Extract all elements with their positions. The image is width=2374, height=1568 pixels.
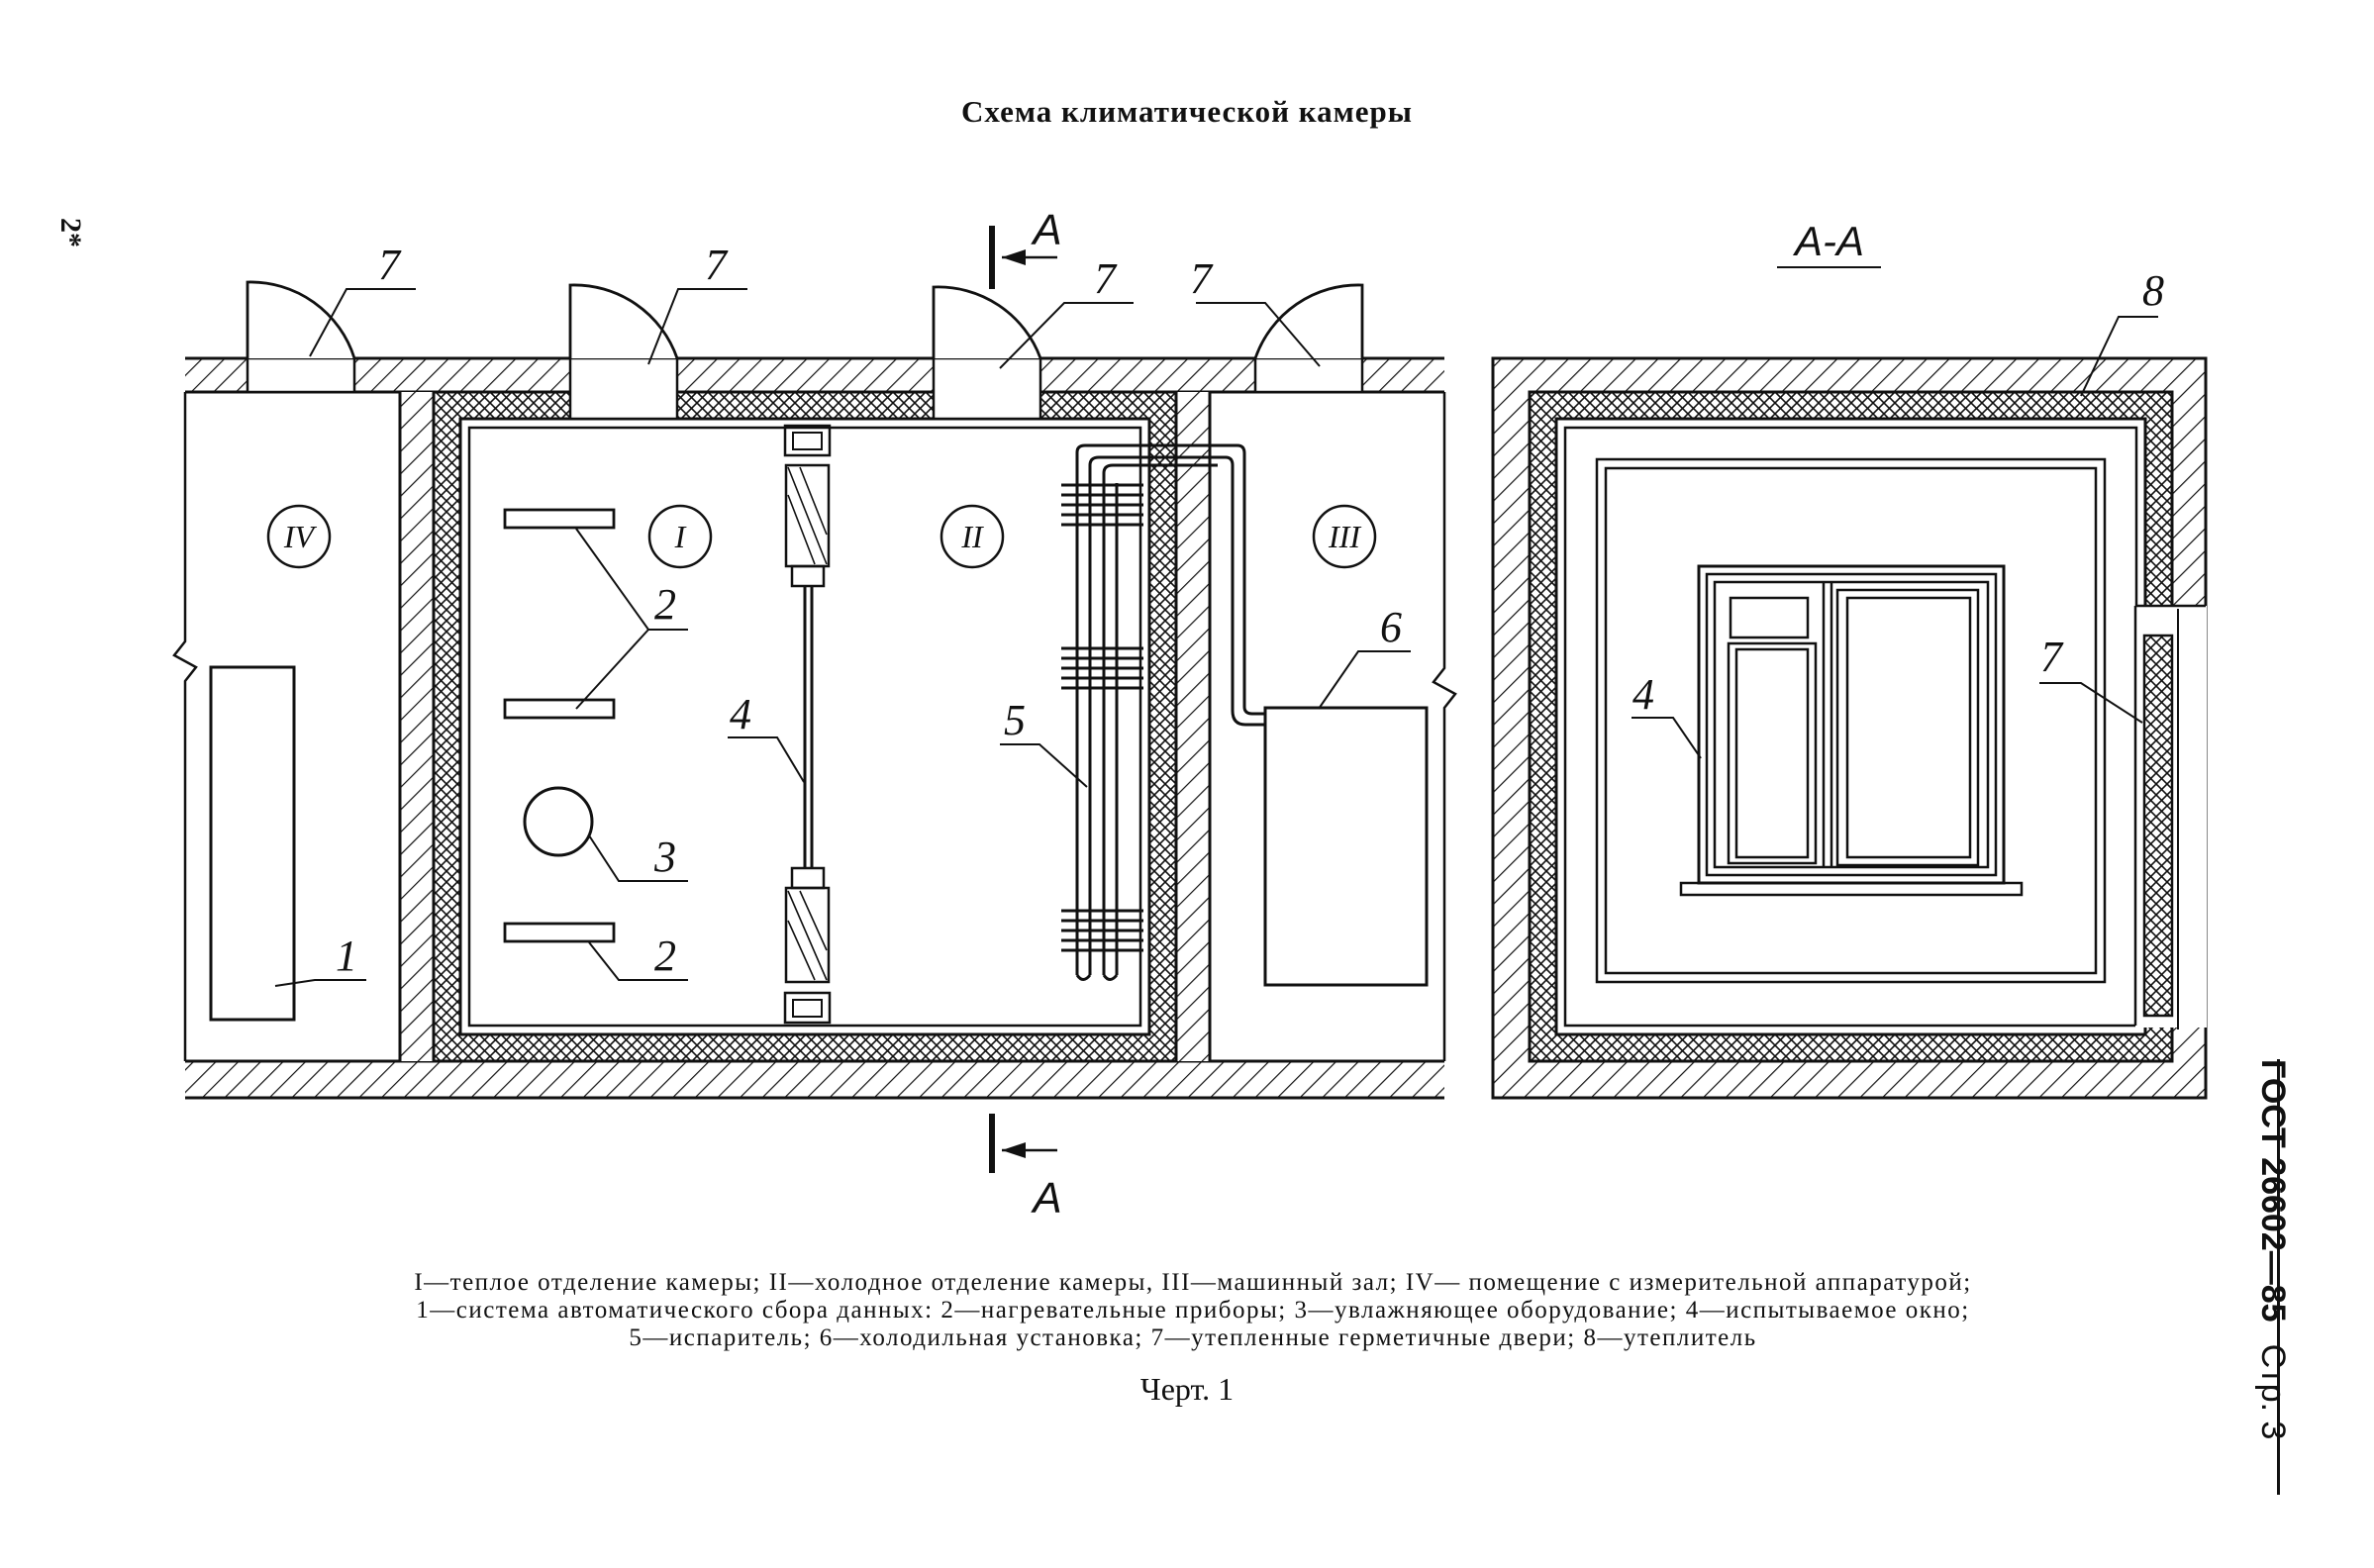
room-iii-circle xyxy=(1312,504,1377,569)
section-view xyxy=(1491,266,2208,1100)
callout-door-1: 7 xyxy=(378,241,402,289)
callout-door-4: 7 xyxy=(1190,254,1214,303)
callout-window: 4 xyxy=(730,690,751,738)
section-inner-lining xyxy=(1563,426,2138,1028)
callout-door-2: 7 xyxy=(705,241,729,289)
door-2 xyxy=(568,283,679,421)
section-letter-bottom: A xyxy=(1030,1174,1061,1223)
door-3 xyxy=(932,285,1042,421)
room-i-circle xyxy=(647,504,713,569)
break-line-left xyxy=(172,392,198,1061)
section-leader-lines xyxy=(1632,266,2158,759)
heater-top xyxy=(503,508,616,530)
section-marker-top xyxy=(989,226,1057,289)
section-letter-top: A xyxy=(1030,206,1061,254)
room-iv-label: IV xyxy=(283,519,318,554)
plan-view xyxy=(172,226,1457,1173)
data-acquisition-system xyxy=(209,665,296,1022)
side-stamp: ГОСТ 26602—85Стр. 3 xyxy=(2253,1059,2292,1439)
door-1 xyxy=(246,280,356,394)
caption-line-2: 1—система автоматического сбора данных: … xyxy=(416,1297,1970,1323)
test-window-plan xyxy=(783,424,832,1025)
callout-heater-upper: 2 xyxy=(654,580,676,629)
outer-wall-top xyxy=(185,356,1444,394)
callout-humidifier: 3 xyxy=(653,833,676,881)
figure-label: Черт. 1 xyxy=(1139,1371,1235,1407)
room-ii-circle xyxy=(940,504,1005,569)
door-4 xyxy=(1253,283,1364,394)
partition-wall-left xyxy=(398,392,436,1061)
room-iii-label: III xyxy=(1328,519,1361,554)
chamber-insulation xyxy=(432,390,1178,1063)
callout-heater-lower: 2 xyxy=(654,931,676,980)
page-number: Стр. 3 xyxy=(2254,1343,2292,1440)
callout-door-3: 7 xyxy=(1094,254,1118,303)
leader-lines xyxy=(274,288,1411,987)
break-line-right xyxy=(1432,392,1457,1061)
callout-data-system: 1 xyxy=(336,931,357,980)
section-partition-frame xyxy=(1595,457,2107,984)
evaporator xyxy=(1061,443,1265,981)
section-insulation-8 xyxy=(1528,390,2174,1063)
figure-title: Схема климатической камеры xyxy=(961,94,1413,129)
partition-wall-right xyxy=(1174,392,1212,1061)
section-door-7 xyxy=(2142,634,2174,1018)
heater-bottom xyxy=(503,922,616,943)
room-ii-label: II xyxy=(960,519,984,554)
room-i-label: I xyxy=(674,519,687,554)
caption-line-1: I—теплое отделение камеры; II—холодное о… xyxy=(414,1269,1972,1296)
humidifier xyxy=(523,786,594,857)
plan-labels: A A 7 7 7 7 IV I II III 2 3 2 4 5 6 1 xyxy=(283,206,1402,1223)
outer-wall-bottom xyxy=(185,1059,1444,1100)
callout-section-door: 7 xyxy=(2040,633,2064,681)
callout-refrigeration: 6 xyxy=(1380,603,1402,651)
callout-evaporator: 5 xyxy=(1004,696,1026,744)
refrigeration-unit xyxy=(1263,706,1429,987)
caption-line-3: 5—испаритель; 6—холодильная установка; 7… xyxy=(629,1324,1757,1351)
standard-number: ГОСТ 26602—85 xyxy=(2254,1059,2292,1323)
room-iv-circle xyxy=(266,504,332,569)
section-labels: A-A 8 4 7 xyxy=(1632,218,2164,719)
section-marker-bottom xyxy=(989,1114,1057,1173)
heater-middle xyxy=(503,698,616,720)
section-title: A-A xyxy=(1792,218,1864,264)
side-stamp-rule xyxy=(2277,1059,2280,1495)
test-window-elevation xyxy=(1679,564,2024,897)
callout-section-window: 4 xyxy=(1632,670,1654,719)
callout-insulation: 8 xyxy=(2142,266,2164,315)
